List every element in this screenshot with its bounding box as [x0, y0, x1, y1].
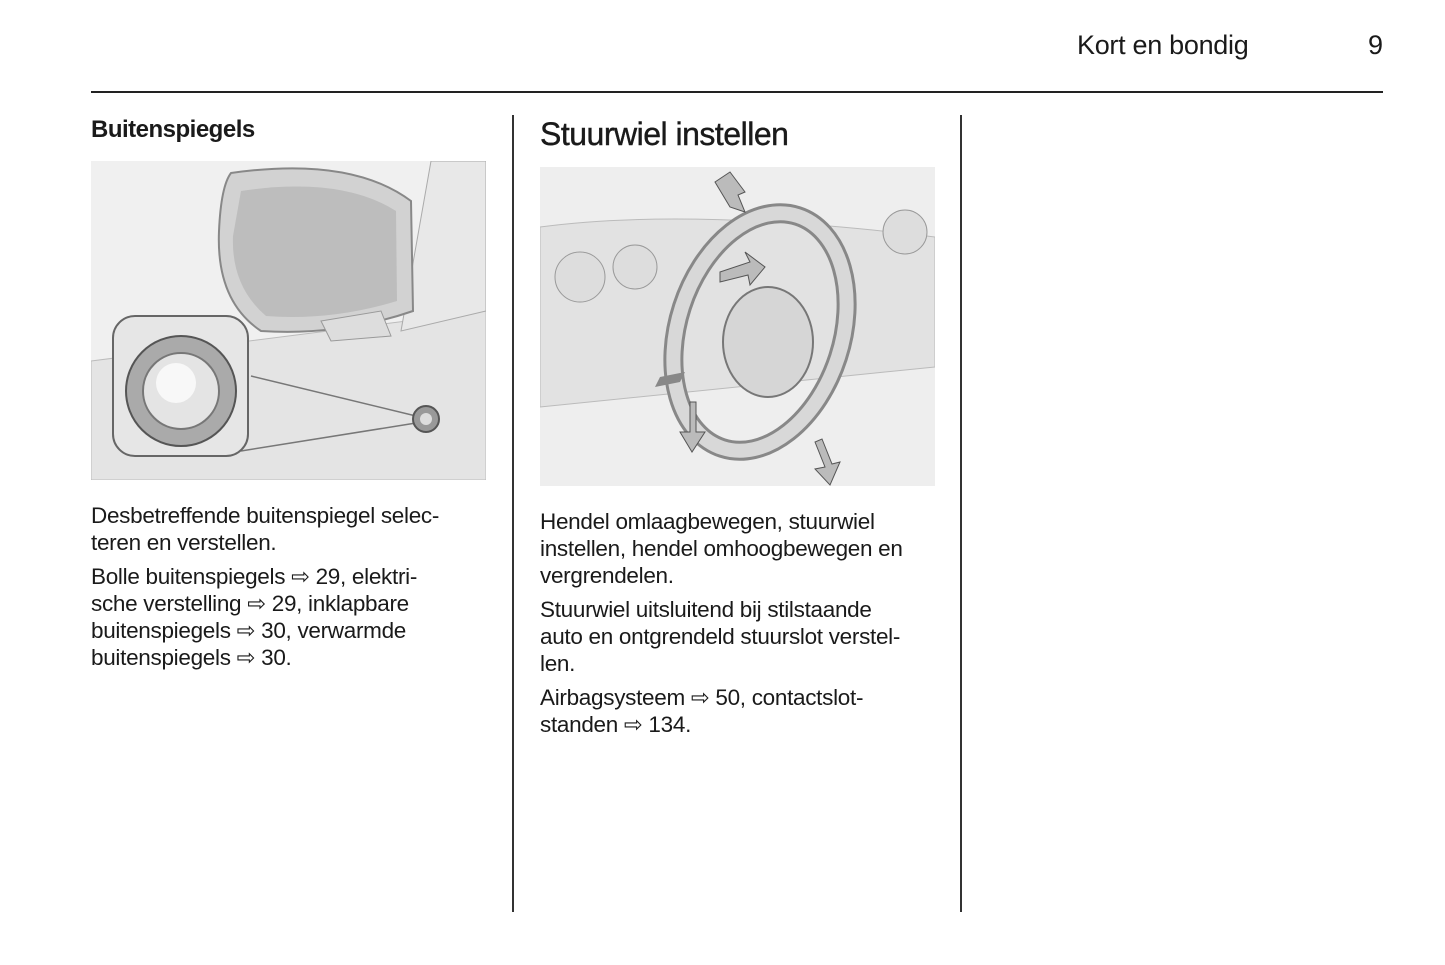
text-line: buitenspiegels ⇨ 30, verwarmde — [91, 618, 407, 643]
text-line: standen ⇨ 134. — [540, 712, 692, 737]
paragraph-lever-adjust: Hendel omlaagbewegen, stuurwiel instelle… — [540, 508, 950, 589]
section-heading-stuurwiel: Stuurwiel instellen — [540, 116, 789, 152]
text-line: vergrendelen. — [540, 563, 674, 588]
header-rule — [91, 91, 1383, 93]
text-line: teren en verstellen. — [91, 530, 277, 555]
text-line: instellen, hendel omhoogbewegen en — [540, 536, 903, 561]
page-number: 9 — [1368, 30, 1384, 60]
column-divider — [960, 115, 962, 912]
text-line: len. — [540, 651, 576, 676]
text-line: sche verstelling ⇨ 29, inklapbare — [91, 591, 409, 616]
text-line: buitenspiegels ⇨ 30. — [91, 645, 292, 670]
text-line: Desbetreffende buitenspiegel selec- — [91, 503, 440, 528]
steering-wheel-illustration — [539, 167, 936, 486]
paragraph-select-mirror: Desbetreffende buitenspiegel selec- tere… — [91, 502, 491, 556]
paragraph-stationary-warning: Stuurwiel uitsluitend bij stilstaande au… — [540, 596, 950, 677]
column-divider — [512, 115, 514, 912]
text-line: Bolle buitenspiegels ⇨ 29, elektri- — [91, 564, 418, 589]
text-line: Airbagsysteem ⇨ 50, contactslot- — [540, 685, 864, 710]
mirror-illustration — [90, 160, 487, 481]
text-line: Stuurwiel uitsluitend bij stilstaande — [540, 597, 872, 622]
paragraph-mirror-references: Bolle buitenspiegels ⇨ 29, elektri- sche… — [91, 563, 491, 671]
section-heading-buitenspiegels: Buitenspiegels — [91, 116, 255, 143]
paragraph-airbag-references: Airbagsysteem ⇨ 50, contactslot- standen… — [540, 684, 950, 738]
text-line: Hendel omlaagbewegen, stuurwiel — [540, 509, 875, 534]
text-line: auto en ontgrendeld stuurslot verstel- — [540, 624, 901, 649]
section-title: Kort en bondig — [1077, 30, 1249, 60]
